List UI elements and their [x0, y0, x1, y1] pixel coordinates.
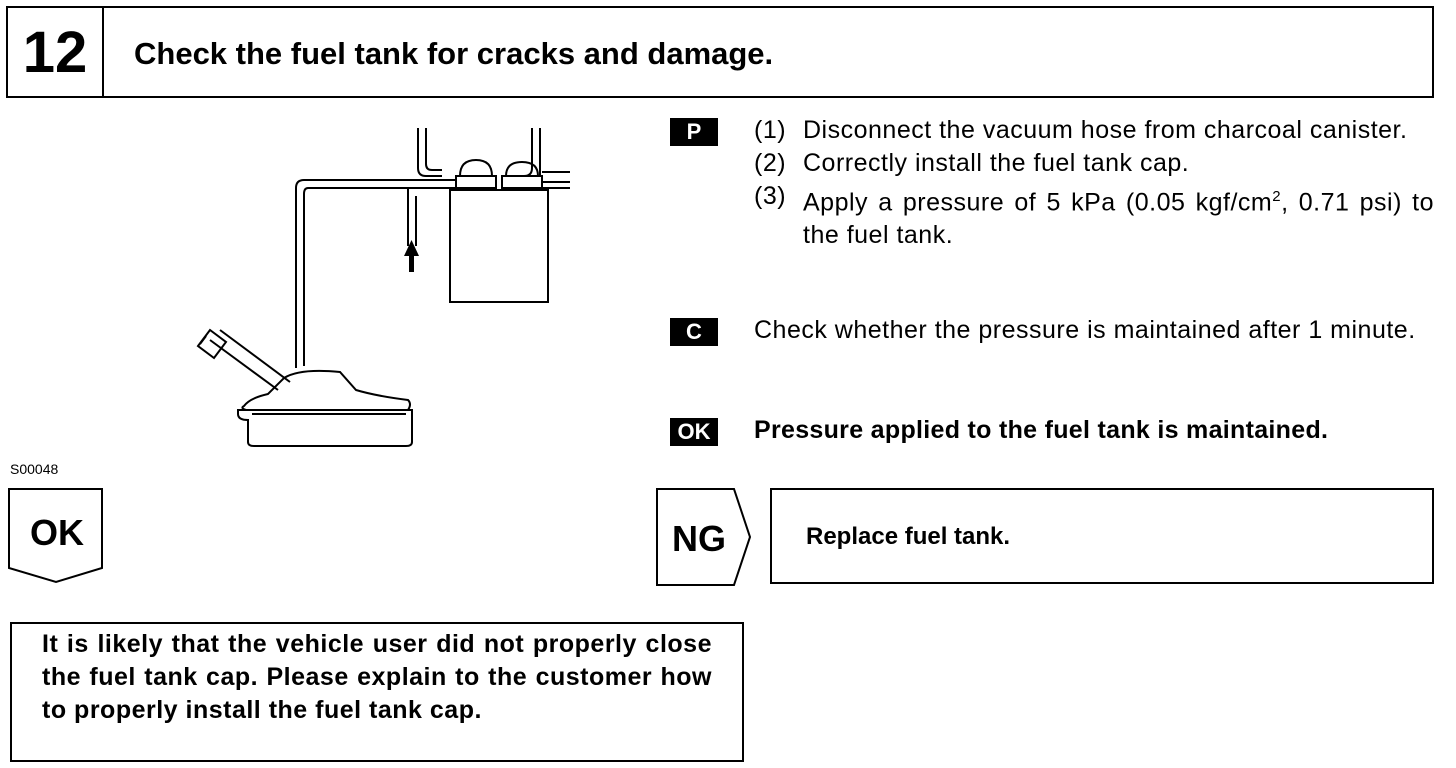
procedure-list: (1) Disconnect the vacuum hose from char…: [754, 114, 1434, 252]
figure-code: S00048: [10, 461, 59, 477]
step-title: Check the fuel tank for cracks and damag…: [134, 36, 774, 71]
fuel-tank-diagram: [196, 128, 570, 447]
ng-branch-label: NG: [672, 518, 726, 559]
step-header: 12 Check the fuel tank for cracks and da…: [6, 6, 1434, 98]
procedure-step-1: (1) Disconnect the vacuum hose from char…: [754, 116, 1408, 144]
note-box: It is likely that the vehicle user did n…: [10, 622, 744, 762]
step-number: 12: [8, 8, 104, 96]
ng-branch-marker: [656, 488, 752, 586]
check-tag: C: [670, 318, 718, 346]
ok-branch-marker: [8, 488, 103, 584]
prepare-tag: P: [670, 118, 718, 146]
ng-action-box: Replace fuel tank.: [770, 488, 1434, 584]
check-text: Check whether the pressure is maintained…: [754, 316, 1416, 344]
note-text: It is likely that the vehicle user did n…: [42, 630, 712, 724]
ok-tag: OK: [670, 418, 718, 446]
procedure-step-3: (3) Apply a pressure of 5 kPa (0.05 kgf/…: [754, 182, 1434, 250]
ng-action-text: Replace fuel tank.: [806, 523, 1011, 550]
procedure-step-2: (2) Correctly install the fuel tank cap.: [754, 149, 1190, 177]
ok-branch-label: OK: [30, 512, 84, 553]
ok-result-text: Pressure applied to the fuel tank is mai…: [754, 416, 1329, 444]
